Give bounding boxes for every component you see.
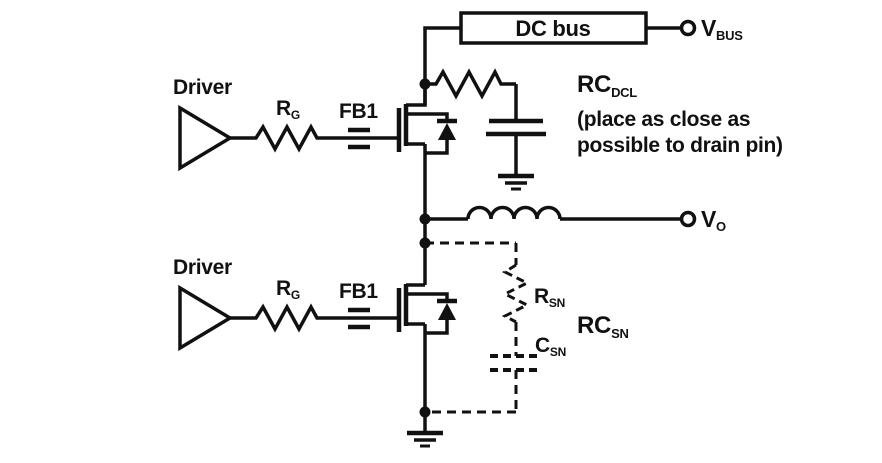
switch-node-junction-dot [419,213,431,225]
lower-body-diode-top-wire [406,292,449,301]
lower-body-diode-triangle [438,303,456,320]
upper-rg-base: R [276,97,291,120]
lower-driver-triangle [178,284,234,352]
upper-body-diode-bottom-wire [425,140,449,155]
upper-body-diode-triangle [438,123,456,140]
upper-rg-sub: G [291,108,300,122]
sn-resistor [501,263,531,324]
upper-driver-label: Driver [173,76,232,99]
sn-name-base: RC [577,312,611,339]
sn-name-sub: SN [611,326,628,341]
sn-capacitor-label: CSN [535,334,566,359]
dcl-note-line2: possible to drain pin) [577,134,783,157]
vout-terminal-circle [679,210,697,228]
upper-gate-wire-with-resistor [230,123,399,153]
vbus-label-base: V [701,15,717,41]
sn-capacitor-sub: SN [550,345,566,359]
output-inductor [466,205,562,220]
upper-mosfet-drain-wire [406,84,427,107]
lower-rg-sub: G [291,288,300,302]
dcl-snubber-name: RCDCL [577,71,637,100]
lower-ferrite-bead-label: FB1 [339,280,378,303]
upper-gate-resistor-label: RG [276,97,300,122]
upper-ferrite-bead-label: FB1 [339,100,378,123]
dcl-resistor [425,68,516,100]
dc-bus-label: DC bus [515,16,590,41]
lower-gate-wire-with-resistor [230,303,399,333]
vbus-terminal-circle [679,19,697,37]
vbus-label-sub: BUS [716,28,743,43]
sn-tap-junction-dot [419,237,431,249]
dcl-note-line1: (place as close as [577,108,750,131]
vout-label: VO [701,206,726,234]
lower-gate-resistor-label: RG [276,277,300,302]
dcl-name-sub: DCL [611,85,637,100]
sn-capacitor-base: C [535,334,550,357]
lower-driver-label: Driver [173,256,232,279]
upper-driver-triangle [178,104,234,172]
vout-label-sub: O [716,219,726,234]
lower-body-diode-bottom-wire [425,320,449,335]
upper-body-diode-top-wire [406,112,449,121]
sn-resistor-label: RSN [534,285,565,310]
sn-resistor-sub: SN [549,296,565,310]
vbus-label: VBUS [701,15,743,43]
lower-rg-base: R [276,277,291,300]
dcl-tap-junction-dot [419,78,431,90]
sn-resistor-base: R [534,285,549,308]
vout-label-base: V [701,206,717,232]
sn-snubber-name: RCSN [577,312,629,341]
ground-junction-dot [419,406,431,418]
dcl-name-base: RC [577,71,611,98]
